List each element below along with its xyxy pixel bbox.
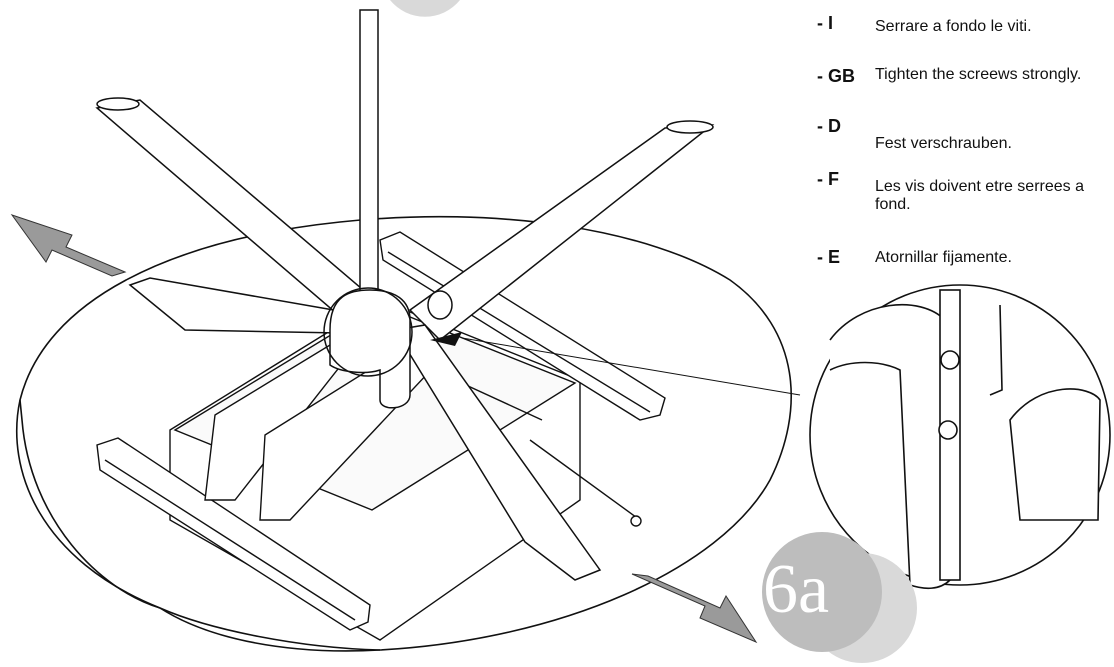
instruction-text-it: Serrare a fondo le viti. <box>875 18 1032 35</box>
arrow-right <box>631 573 758 644</box>
lang-code-gb: - GB <box>817 66 855 86</box>
rail-right <box>379 231 666 421</box>
instruction-text-es: Atornillar fijamente. <box>875 249 1012 266</box>
arrow-left <box>10 214 127 277</box>
leg-bottom <box>393 324 602 581</box>
instruction-text-fr: Les vis doivent etre serrees a fond. <box>875 178 1084 213</box>
vertical-pole <box>359 9 379 311</box>
pull-apart-arrows <box>10 214 758 644</box>
instruction-text-gb: Tighten the screews strongly. <box>875 66 1082 83</box>
step-number: 6a <box>763 551 830 628</box>
rail-left <box>96 437 371 631</box>
detail-pointer <box>430 332 462 346</box>
base-legs <box>95 9 715 581</box>
instruction-text-de: Fest verschrauben. <box>875 135 1012 152</box>
step-badge <box>762 532 917 663</box>
previous-step-badge-fragment <box>390 0 460 17</box>
frame <box>96 231 666 641</box>
center-hub <box>323 287 453 409</box>
lang-code-de: - D <box>817 116 841 136</box>
detail-zoom-circle <box>809 284 1111 590</box>
lang-code-fr: - F <box>817 169 839 189</box>
lang-code-es: - E <box>817 247 841 267</box>
lang-code-it: - I <box>817 13 833 33</box>
